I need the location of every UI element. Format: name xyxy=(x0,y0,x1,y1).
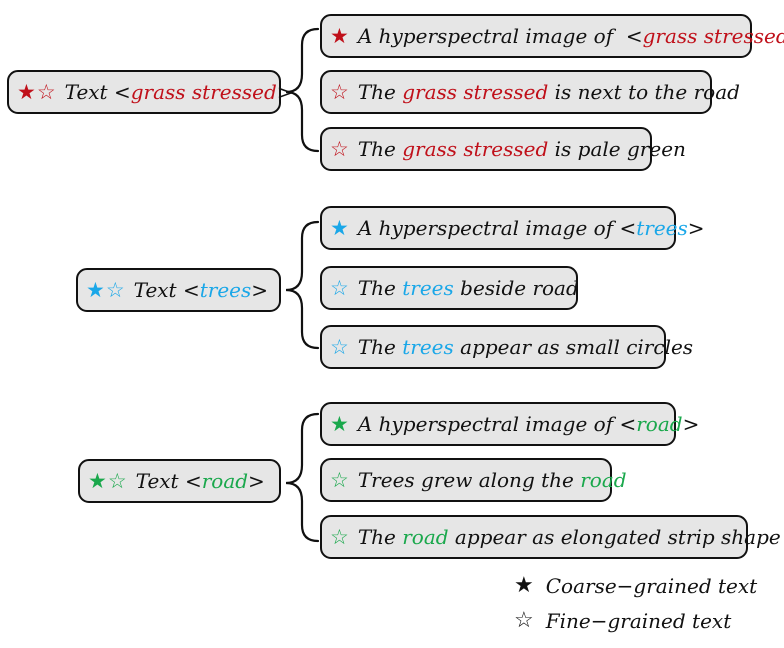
parent-box-trees: ★ ☆ Text < trees > xyxy=(76,268,281,312)
child-box-trees-2: ☆ The trees beside road xyxy=(320,266,579,310)
fine-star-icon: ☆ xyxy=(107,469,127,493)
text-before: The xyxy=(357,335,403,359)
fine-star-icon: ☆ xyxy=(330,137,349,161)
parent-box-road: ★ ☆ Text < road > xyxy=(78,459,281,503)
text-before: The xyxy=(357,137,403,161)
text-before: The xyxy=(357,276,403,300)
coarse-star-icon: ★ xyxy=(330,216,349,240)
child-box-grass-1: ★ A hyperspectral image of < grass stres… xyxy=(320,14,784,58)
fine-star-icon: ☆ xyxy=(330,276,349,300)
legend-coarse: ★ Coarse−grained text xyxy=(514,573,757,598)
text-suffix: > xyxy=(248,469,265,493)
text-after: > xyxy=(682,412,700,436)
text-before: A hyperspectral image of < xyxy=(357,412,637,436)
child-box-grass-3: ☆ The grass stressed is pale green xyxy=(320,127,686,171)
child-box-road-1: ★ A hyperspectral image of < road > xyxy=(320,402,699,446)
child-box-grass-2: ☆ The grass stressed is next to the road xyxy=(320,70,740,114)
class-name: trees xyxy=(402,335,454,359)
class-name: trees xyxy=(199,278,252,302)
coarse-star-icon: ★ xyxy=(88,469,107,493)
legend-fine: ☆ Fine−grained text xyxy=(514,608,731,633)
text-suffix: > xyxy=(276,80,294,104)
class-name: trees xyxy=(402,276,454,300)
text-after: > xyxy=(687,216,705,240)
text-prefix: Text < xyxy=(64,80,131,104)
class-name: road xyxy=(402,525,449,549)
legend-label: Coarse−grained text xyxy=(545,573,758,598)
coarse-star-icon: ★ xyxy=(514,573,534,598)
text-before: Trees grew along the xyxy=(357,468,581,492)
fine-star-icon: ☆ xyxy=(330,80,349,104)
parent-box-grass: ★ ☆ Text < grass stressed > xyxy=(7,70,294,114)
child-box-road-3: ☆ The road appear as elongated strip sha… xyxy=(320,515,781,559)
text-prefix: Text < xyxy=(133,278,200,302)
text-after: appear as elongated strip shape xyxy=(448,525,781,549)
brace-road xyxy=(285,412,320,543)
text-suffix: > xyxy=(251,278,269,302)
child-box-trees-1: ★ A hyperspectral image of < trees > xyxy=(320,206,705,250)
class-name: grass stressed xyxy=(642,24,784,48)
class-name: trees xyxy=(636,216,688,240)
class-name: road xyxy=(201,469,249,493)
class-name: grass stressed xyxy=(130,80,277,104)
text-prefix: Text < xyxy=(135,469,202,493)
brace-trees xyxy=(285,220,320,350)
text-before: The xyxy=(357,80,403,104)
coarse-star-icon: ★ xyxy=(330,412,349,436)
fine-star-icon: ☆ xyxy=(36,80,56,104)
class-name: grass stressed xyxy=(402,80,549,104)
class-name: grass stressed xyxy=(402,137,549,161)
fine-star-icon: ☆ xyxy=(330,468,349,492)
text-before: A hyperspectral image of < xyxy=(357,216,637,240)
fine-star-icon: ☆ xyxy=(330,525,349,549)
fine-star-icon: ☆ xyxy=(330,335,349,359)
coarse-star-icon: ★ xyxy=(86,278,105,302)
text-before: The xyxy=(357,525,403,549)
fine-star-icon: ☆ xyxy=(514,608,534,633)
class-name: road xyxy=(580,468,627,492)
class-name: road xyxy=(636,412,683,436)
coarse-star-icon: ★ xyxy=(17,80,36,104)
text-after: appear as small circles xyxy=(453,335,694,359)
brace-grass xyxy=(285,27,320,153)
child-box-trees-3: ☆ The trees appear as small circles xyxy=(320,325,693,369)
fine-star-icon: ☆ xyxy=(105,278,125,302)
child-box-road-2: ☆ Trees grew along the road xyxy=(320,458,627,502)
text-after: is pale green xyxy=(548,137,686,161)
text-after: is next to the road xyxy=(548,80,740,104)
legend-label: Fine−grained text xyxy=(545,608,732,633)
text-before: A hyperspectral image of < xyxy=(357,24,643,48)
coarse-star-icon: ★ xyxy=(330,24,349,48)
text-after: beside road xyxy=(453,276,579,300)
